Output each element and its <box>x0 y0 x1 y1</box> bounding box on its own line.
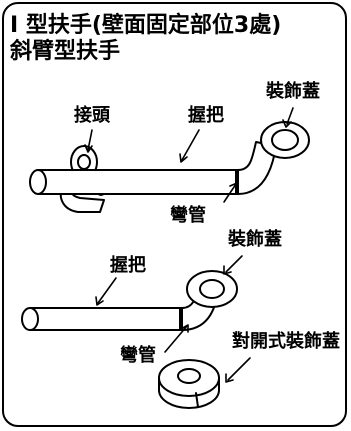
label-cover-top: 裝飾蓋 <box>266 81 320 102</box>
label-elbow-top: 彎管 <box>170 205 206 226</box>
label-grip-top: 握把 <box>188 105 224 126</box>
leader-lines <box>84 107 294 383</box>
label-split-cover: 對開式裝飾蓋 <box>232 331 340 352</box>
grip-pipe-bottom <box>29 307 183 331</box>
grip-end-cap-top <box>29 169 47 195</box>
split-decorative-cover <box>158 359 220 409</box>
grip-end-cap-bottom <box>21 307 39 331</box>
label-elbow-bottom: 彎管 <box>120 345 156 366</box>
grip-pipe-top <box>37 169 239 195</box>
label-grip-bottom: 握把 <box>110 255 146 276</box>
decorative-cover-top <box>260 121 310 159</box>
diagram-subtitle: 斜臂型扶手 <box>10 39 121 64</box>
diagram-title: I 型扶手(壁面固定部位3處) <box>10 13 282 38</box>
decorative-cover-bottom <box>186 270 238 308</box>
label-joint: 接頭 <box>74 105 110 126</box>
label-cover-middle: 裝飾蓋 <box>228 229 282 250</box>
diagram-frame <box>2 2 347 427</box>
